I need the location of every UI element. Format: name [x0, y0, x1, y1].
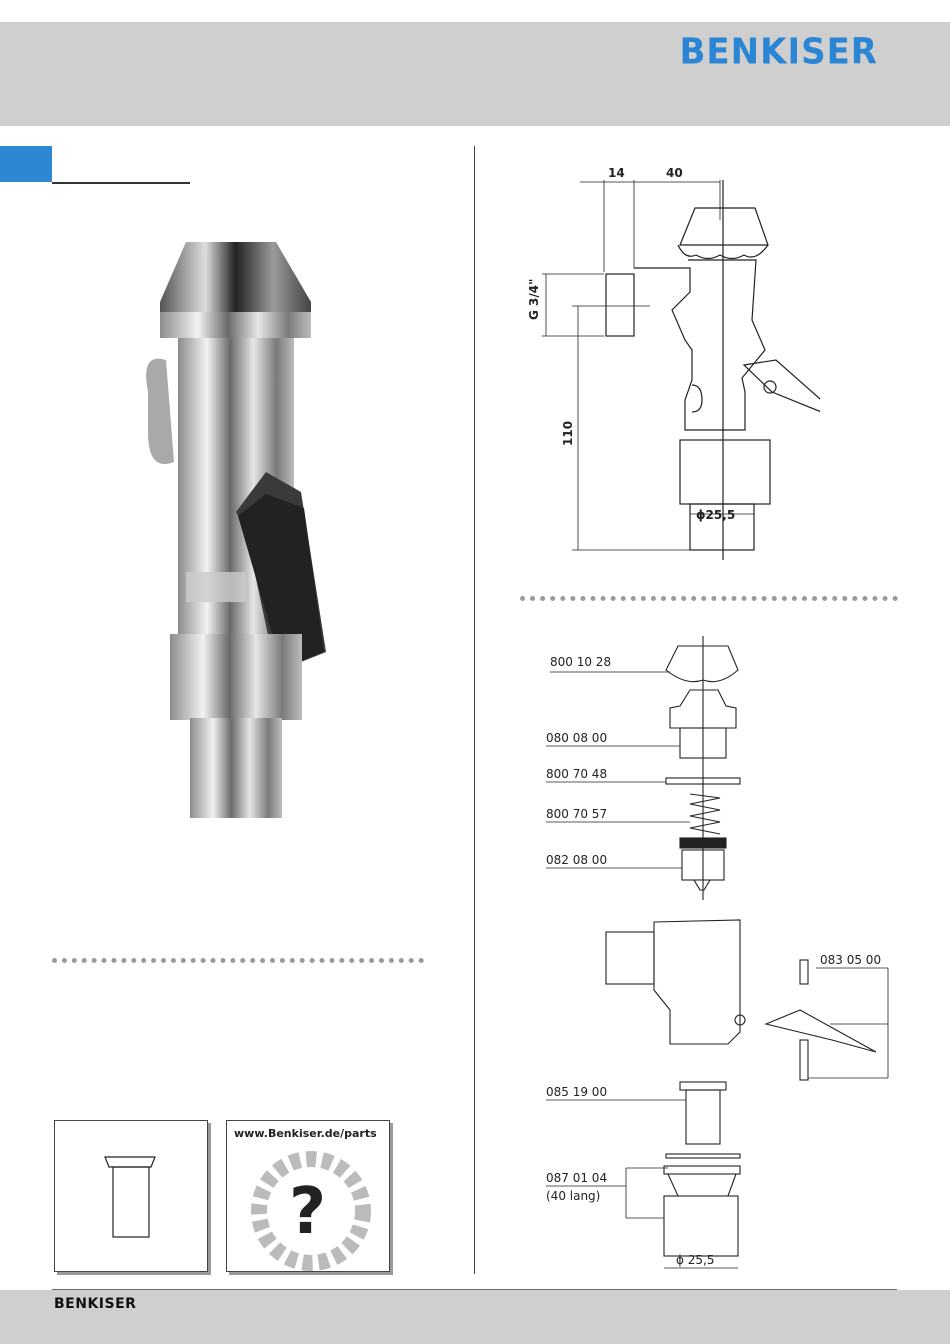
part-note: (40 lang) — [546, 1189, 600, 1203]
dotted-divider-left — [52, 958, 424, 963]
dimension-drawing: 14 40 G 3/4" 110 ϕ25,5 — [520, 160, 820, 560]
product-photo — [126, 232, 338, 830]
dotted-divider-right — [520, 596, 898, 601]
svg-text:?: ? — [289, 1175, 326, 1249]
parts-link[interactable]: www.Benkiser.de/parts — [234, 1127, 377, 1140]
dim-40-label: 40 — [666, 166, 683, 180]
part-label: 085 19 00 — [546, 1085, 607, 1099]
part-label: 083 05 00 — [820, 953, 881, 967]
part-label: 800 70 57 — [546, 807, 607, 821]
part-label: 087 01 04 — [546, 1171, 607, 1185]
bottom-diameter-label: ϕ 25,5 — [676, 1253, 714, 1267]
thread-label: G 3/4" — [527, 279, 541, 320]
diameter-label: ϕ25,5 — [696, 508, 735, 522]
part-label: 800 10 28 — [550, 655, 611, 669]
sleeve-icon — [55, 1121, 207, 1271]
parts-question-icon: ? — [227, 1121, 389, 1271]
exploded-parts-diagram: 800 10 28 080 08 00 800 70 48 800 70 57 … — [520, 620, 900, 1280]
part-label: 082 08 00 — [546, 853, 607, 867]
dim-14-label: 14 — [608, 166, 625, 180]
accessory-box — [54, 1120, 208, 1272]
parts-link-box[interactable]: ? — [226, 1120, 390, 1272]
section-underline — [52, 182, 190, 184]
part-label: 800 70 48 — [546, 767, 607, 781]
brand-logo[interactable]: BENKISER — [680, 31, 879, 73]
part-label: 080 08 00 — [546, 731, 607, 745]
column-divider — [474, 146, 475, 1274]
section-marker — [0, 146, 52, 182]
height-label: 110 — [561, 421, 575, 446]
footer-bar — [0, 1290, 950, 1344]
footer-logo: BENKISER — [54, 1296, 136, 1312]
